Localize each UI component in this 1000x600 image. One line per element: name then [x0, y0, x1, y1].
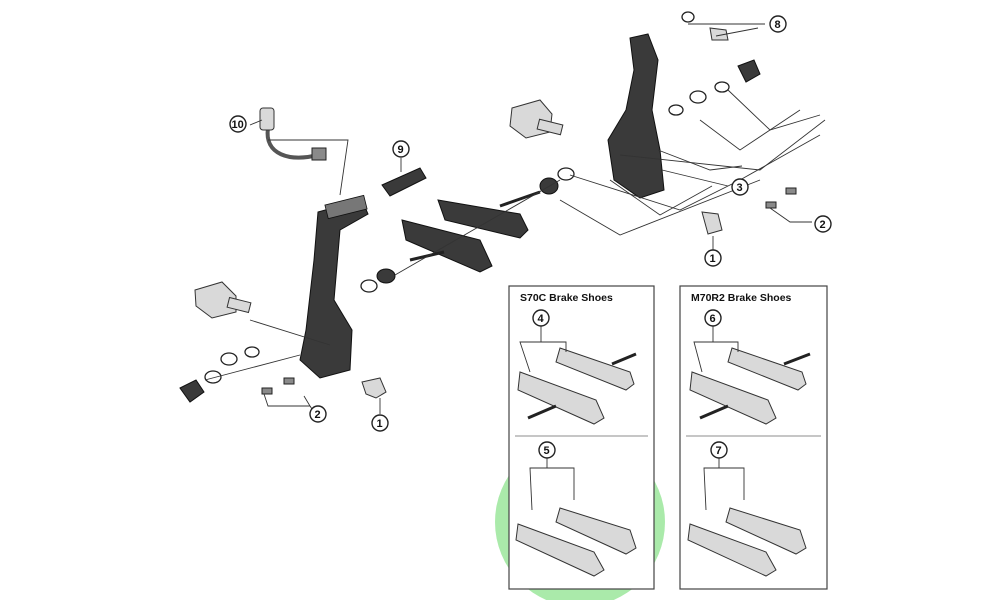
svg-text:9: 9 — [398, 144, 404, 156]
svg-text:5: 5 — [544, 445, 550, 457]
cable-lead-nut — [311, 147, 327, 161]
right-washer-b — [668, 104, 684, 116]
right-arm — [607, 33, 665, 199]
callout-6: 6 — [704, 309, 722, 327]
panel-s70c: S70C Brake Shoes — [508, 285, 655, 590]
shoe-pin-bolt — [381, 167, 427, 197]
svg-text:8: 8 — [775, 19, 781, 31]
link-plate — [324, 194, 368, 220]
center-shoe-stud-a — [499, 190, 541, 208]
left-spring-screw-b — [283, 377, 295, 385]
s70c-shoe-top — [555, 347, 635, 391]
svg-text:2: 2 — [315, 409, 321, 421]
callout-5: 5 — [538, 441, 556, 459]
m70r2-shoe-top-stud — [783, 352, 811, 366]
left-fixing-bolt — [361, 377, 387, 399]
panel-m70r2-title: M70R2 Brake Shoes — [691, 292, 792, 304]
right-adjust-cap — [737, 59, 761, 83]
m70r2-shoe-bottom-stud — [699, 404, 729, 420]
leader-lines — [249, 23, 812, 414]
cable-lead-cap — [259, 107, 275, 131]
guide-lines — [204, 89, 826, 381]
callout-4: 4 — [532, 309, 550, 327]
right-spring-screw-a — [765, 201, 777, 209]
right-pivot-pin — [536, 118, 564, 136]
callout-2-left: 2 — [309, 405, 327, 423]
right-brake-arm-assembly — [509, 11, 797, 235]
center-shoe-back — [437, 199, 529, 239]
left-washer-c — [204, 370, 222, 384]
center-shoe-stud-b — [409, 250, 445, 262]
s70c-insert-bottom — [515, 523, 605, 577]
callout-8: 8 — [769, 15, 787, 33]
callout-7: 7 — [710, 441, 728, 459]
callout-9: 9 — [392, 140, 410, 158]
svg-text:1: 1 — [377, 418, 383, 430]
s70c-shoe-bottom-stud — [527, 404, 557, 420]
left-pivot-pin — [226, 296, 252, 314]
left-adjust-cap — [179, 379, 205, 403]
panel-s70c-title: S70C Brake Shoes — [520, 292, 613, 304]
left-washer-a — [220, 352, 238, 366]
left-pivot-boss — [194, 281, 237, 319]
svg-text:1: 1 — [710, 253, 716, 265]
svg-text:2: 2 — [820, 219, 826, 231]
callout-1-right: 1 — [704, 249, 722, 267]
top-washer — [681, 11, 695, 23]
callout-1-left: 1 — [371, 414, 389, 432]
right-washer-a — [557, 167, 575, 181]
left-washer-d — [360, 279, 378, 293]
left-spring-screw-a — [261, 387, 273, 395]
s70c-insert-top — [555, 507, 637, 555]
right-pivot-boss — [509, 99, 553, 139]
callout-2-right: 2 — [814, 215, 832, 233]
panel-m70r2: M70R2 Brake Shoes — [679, 285, 828, 590]
svg-text:6: 6 — [710, 313, 716, 325]
m70r2-insert-top — [725, 507, 807, 555]
s70c-shoe-top-stud — [611, 352, 637, 366]
right-washer-d — [714, 81, 730, 93]
m70r2-shoe-bottom — [689, 371, 777, 425]
callout-3: 3 — [731, 178, 749, 196]
top-bolt — [709, 27, 729, 41]
svg-text:3: 3 — [737, 182, 743, 194]
svg-text:7: 7 — [716, 445, 722, 457]
s70c-shoe-bottom — [517, 371, 605, 425]
m70r2-shoe-top — [727, 347, 807, 391]
m70r2-insert-bottom — [687, 523, 777, 577]
left-spacer — [376, 268, 396, 284]
left-arm — [299, 199, 369, 379]
center-brake-shoes — [401, 190, 541, 273]
cable-lead-pipe — [265, 127, 319, 160]
right-spring-screw-b — [785, 187, 797, 195]
center-shoe-front — [401, 219, 493, 273]
left-brake-arm-assembly — [179, 107, 427, 403]
right-washer-c — [689, 90, 707, 104]
callout-10: 10 — [229, 115, 247, 133]
left-washer-b — [244, 346, 260, 358]
svg-text:4: 4 — [538, 313, 545, 325]
right-fixing-bolt — [701, 211, 723, 235]
svg-text:10: 10 — [232, 119, 244, 131]
